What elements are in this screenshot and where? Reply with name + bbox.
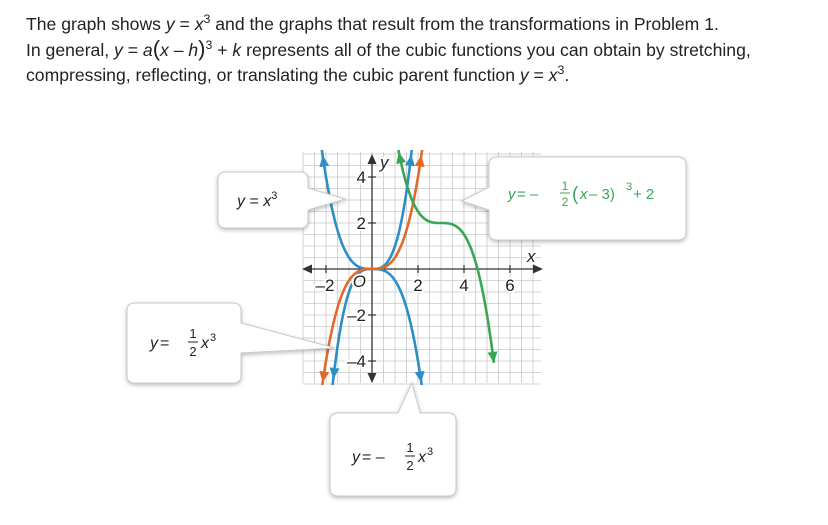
svg-text:2: 2: [406, 458, 413, 473]
line3-var-y: y: [519, 65, 529, 85]
curve-compressed-cubic: [320, 150, 424, 385]
svg-text:3: 3: [210, 332, 216, 344]
arrowhead-compressed-end: [414, 155, 425, 168]
line2-plus: +: [212, 39, 233, 60]
svg-text:= –: = –: [362, 449, 385, 466]
callout-compressed-label: y = 1 2 x 3: [149, 326, 216, 359]
y-tick-label-neg2: –2: [347, 306, 366, 325]
y-axis-arrow-down: [367, 373, 377, 383]
svg-text:1: 1: [189, 326, 196, 341]
y-tick-label-neg4: –4: [347, 352, 366, 371]
line2-var-a: a: [142, 39, 153, 60]
paragraph-line-3: compressing, reflecting, or translating …: [26, 63, 816, 89]
svg-text:y: y: [149, 335, 159, 352]
line2-exponent: 3: [205, 37, 213, 52]
line2-var-h: h: [188, 39, 199, 60]
curve-arrowheads: [319, 152, 498, 383]
line1-var-y: y: [165, 14, 175, 34]
arrowhead-parent-start: [329, 367, 340, 379]
y-tick-label-2: 2: [357, 214, 366, 233]
line2-minus: –: [168, 39, 189, 60]
arrowhead-compressed-start: [319, 370, 330, 383]
x-tick-label-neg2: –2: [316, 276, 335, 295]
svg-text:x: x: [417, 449, 427, 466]
svg-text:1: 1: [406, 440, 413, 455]
y-axis-label: y: [379, 153, 390, 172]
line2-open-paren: (: [152, 35, 161, 61]
line2-close-paren: ): [198, 35, 206, 61]
svg-text:2: 2: [562, 195, 569, 209]
arrowhead-reflected-end: [414, 370, 425, 383]
svg-text:3: 3: [427, 446, 433, 458]
svg-text:– 3): – 3): [589, 186, 615, 203]
y-tick-label-4: 4: [357, 168, 366, 187]
x-tick-label-4: 4: [459, 276, 468, 295]
line3-intro: compressing, reflecting, or translating …: [26, 65, 520, 85]
line1-rest: and the graphs that result from the tran…: [210, 14, 719, 34]
line1-intro: The graph shows: [26, 14, 166, 34]
origin-label: O: [353, 272, 366, 291]
problem-paragraph: The graph shows y = x3 and the graphs th…: [26, 12, 816, 89]
curve-translated-cubic: [397, 150, 496, 364]
paragraph-line-2: In general, y = a(x – h)3 + k represents…: [26, 35, 816, 64]
arrowhead-translated-end: [487, 351, 498, 363]
arrowhead-reflected-start: [319, 155, 330, 168]
line1-equals: =: [174, 14, 195, 34]
callout-translated-label: y = – 1 2 ( x – 3) 3 + 2: [507, 179, 654, 209]
svg-text:2: 2: [189, 344, 196, 359]
line2-var-y: y: [114, 39, 123, 60]
line2-var-k: k: [232, 39, 242, 60]
svg-text:+ 2: + 2: [633, 186, 654, 203]
line1-var-x: x: [194, 14, 204, 34]
callout-compressed: [126, 302, 336, 384]
line2-intro: In general,: [26, 39, 115, 60]
line2-rest: represents all of the cubic functions yo…: [241, 39, 751, 60]
callout-parent-label: y = x3: [236, 190, 277, 210]
svg-text:y: y: [507, 186, 517, 203]
x-tick-label-2: 2: [413, 276, 422, 295]
callout-reflected-label: y = – 1 2 x 3: [351, 440, 433, 473]
x-axis-arrow-left: [302, 264, 312, 274]
line2-var-x: x: [160, 39, 169, 60]
x-axis-label: x: [526, 247, 536, 266]
x-tick-label-6: 6: [505, 276, 514, 295]
callout-reflected: [329, 381, 457, 497]
svg-text:y: y: [351, 449, 361, 466]
svg-text:(: (: [572, 184, 579, 205]
x-axis-arrow-right: [533, 264, 543, 274]
svg-text:x: x: [579, 186, 588, 203]
callout-parent: [217, 171, 347, 229]
callout-translated: [460, 156, 687, 241]
svg-text:1: 1: [562, 179, 569, 193]
svg-text:=: =: [160, 335, 169, 352]
line3-period: .: [564, 65, 570, 85]
line2-equals: =: [122, 39, 143, 60]
paragraph-line-1: The graph shows y = x3 and the graphs th…: [26, 12, 816, 38]
svg-text:3: 3: [626, 181, 632, 193]
arrowhead-parent-end: [404, 154, 415, 167]
y-axis-arrow-up: [367, 154, 377, 164]
svg-text:= –: = –: [517, 186, 539, 203]
line3-var-x: x: [548, 65, 558, 85]
line3-exponent: 3: [557, 63, 565, 78]
line1-exponent: 3: [203, 12, 211, 27]
line3-equals: =: [528, 65, 549, 85]
arrowhead-translated-start: [396, 152, 406, 165]
svg-text:x: x: [200, 335, 210, 352]
